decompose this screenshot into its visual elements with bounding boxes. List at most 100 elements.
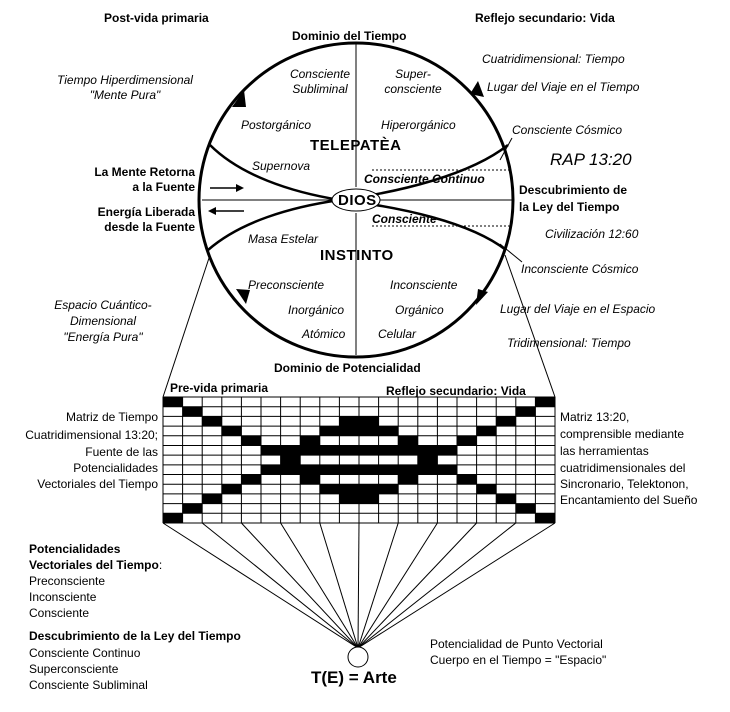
matrix-filled-cell	[476, 426, 497, 436]
matrix-filled-cell	[457, 474, 477, 485]
matrix-filled-cell	[359, 484, 379, 494]
preconsciente-label: Preconsciente	[248, 278, 325, 292]
matrix-filled-cell	[359, 493, 379, 504]
atomico-label: Atómico	[302, 327, 346, 341]
matriz-left-line-1: Matriz de Tiempo	[65, 410, 158, 424]
arrow-mente-head	[236, 184, 244, 192]
matrix-filled-cell	[221, 426, 242, 436]
ley-item-3: Consciente Subliminal	[29, 678, 148, 692]
matrix-filled-cell	[476, 484, 497, 494]
matrix-filled-cell	[359, 445, 379, 456]
pot-item-3: Consciente	[29, 606, 90, 620]
pre-vida-label: Pre-vida primaria	[170, 381, 269, 395]
dominio-tiempo-label: Dominio del Tiempo	[292, 29, 407, 43]
dios-label: DIOS	[338, 192, 377, 209]
matrix-filled-cell	[398, 445, 418, 456]
vector-point-circle	[347, 646, 369, 668]
matrix-filled-cell	[339, 426, 359, 436]
matrix-filled-cell	[339, 416, 359, 427]
instinto-label: INSTINTO	[320, 247, 394, 264]
pot-title-colon: :	[158, 558, 163, 572]
matrix-filled-cell	[378, 426, 399, 436]
hiper-label-2: "Mente Pura"	[89, 88, 161, 102]
pot-title-2-row: Vectoriales del Tiempo:	[29, 558, 162, 573]
cuantico-label-1: Espacio Cuántico-	[54, 298, 152, 312]
matrix-filled-cell	[457, 435, 477, 446]
energia-label-1: Energía Liberada	[97, 205, 195, 219]
matriz-left-line-5: Vectoriales del Tiempo	[37, 477, 158, 491]
matrix-filled-cell	[496, 493, 516, 504]
vector-line	[241, 522, 359, 649]
q-ul-label-2: Subliminal	[292, 82, 348, 96]
matrix-filled-cell	[535, 397, 555, 407]
vector-line	[357, 522, 517, 649]
matrix-filled-cell	[378, 445, 399, 456]
postorganico-label: Postorgánico	[241, 118, 312, 132]
mente-label-1: La Mente Retorna	[94, 165, 195, 179]
matrix-filled-cell	[339, 464, 359, 475]
lugar-tiempo-label: Lugar del Viaje en el Tiempo	[487, 80, 640, 94]
matrix-filled-cell	[535, 513, 555, 523]
hiper-label-1: Tiempo Hiperdimensional	[57, 73, 193, 87]
arrow-bottom-right	[476, 289, 488, 305]
reflejo-top-label: Reflejo secundario: Vida	[475, 11, 615, 25]
matrix-filled-cell	[300, 474, 320, 485]
matrix-filled-cell	[417, 455, 438, 465]
mente-label-2: a la Fuente	[132, 180, 195, 194]
matrix-filled-cell	[339, 493, 359, 504]
inorganico-label: Inorgánico	[288, 303, 345, 317]
matrix-filled-cell	[378, 464, 399, 475]
matrix-filled-cell	[359, 426, 379, 436]
matrix-filled-cell	[202, 493, 222, 504]
matrix-grid	[162, 396, 556, 524]
main-circle	[197, 41, 515, 359]
matrix-filled-cell	[378, 484, 399, 494]
incons-cosmico-label: Inconsciente Cósmico	[521, 262, 639, 276]
matrix-filled-cell	[496, 416, 516, 427]
descubrimiento-label-1: Descubrimiento de	[519, 183, 628, 197]
punto-vectorial-label: Potencialidad de Punto Vectorial	[430, 637, 603, 651]
matriz-right-line-1: Matriz 13:20,	[560, 410, 630, 424]
matriz-left-line-2: Cuatridimensional 13:20;	[25, 428, 158, 442]
q-ur-label-2: consciente	[384, 82, 442, 96]
matriz-right-line-2: comprensible mediante	[560, 427, 685, 441]
arrow-bottom-left	[236, 289, 250, 304]
matrix-filled-cell	[319, 445, 340, 456]
tridi-label: Tridimensional: Tiempo	[507, 336, 631, 350]
matrix-filled-cell	[182, 406, 203, 417]
ley-item-1: Consciente Continuo	[29, 646, 141, 660]
cuantico-label-3: "Energía Pura"	[63, 330, 143, 344]
lugar-espacio-label: Lugar del Viaje en el Espacio	[500, 302, 656, 316]
matrix-filled-cell	[339, 445, 359, 456]
rap-label: RAP 13:20	[550, 150, 632, 169]
hiperorganico-label: Hiperorgánico	[381, 118, 456, 132]
matrix-filled-cell	[280, 445, 301, 456]
vector-line	[319, 522, 359, 649]
reflejo-matrix-label: Reflejo secundario: Vida	[386, 384, 526, 398]
matrix-filled-cell	[359, 464, 379, 475]
cuantico-label-2: Dimensional	[69, 314, 137, 328]
arrow-top-right	[470, 81, 484, 97]
formula-label: T(E) = Arte	[311, 668, 397, 687]
matriz-right-line-5: Sincronario, Telektonon,	[560, 477, 689, 491]
matrix-filled-cell	[280, 455, 301, 465]
telepatia-label: TELEPATÈA	[310, 137, 402, 154]
dominio-potencialidad-label: Dominio de Potencialidad	[274, 361, 421, 375]
organico-label: Orgánico	[395, 303, 444, 317]
arrow-top-left	[232, 90, 246, 107]
energia-label-2: desde la Fuente	[104, 220, 195, 234]
vector-line	[357, 522, 360, 649]
matriz-left-line-3: Fuente de las	[85, 445, 158, 459]
matrix-filled-cell	[300, 445, 320, 456]
matrix-filled-cell	[241, 435, 261, 446]
matrix-filled-cell	[300, 464, 320, 475]
matriz-right-line-3: las herramientas	[560, 444, 649, 458]
matrix-filled-cell	[398, 435, 418, 446]
vector-line	[357, 522, 399, 649]
cosmico-label: Consciente Cósmico	[512, 123, 623, 137]
post-vida-label: Post-vida primaria	[104, 11, 209, 25]
matrix-filled-cell	[417, 464, 438, 475]
matrix-filled-cell	[319, 464, 340, 475]
